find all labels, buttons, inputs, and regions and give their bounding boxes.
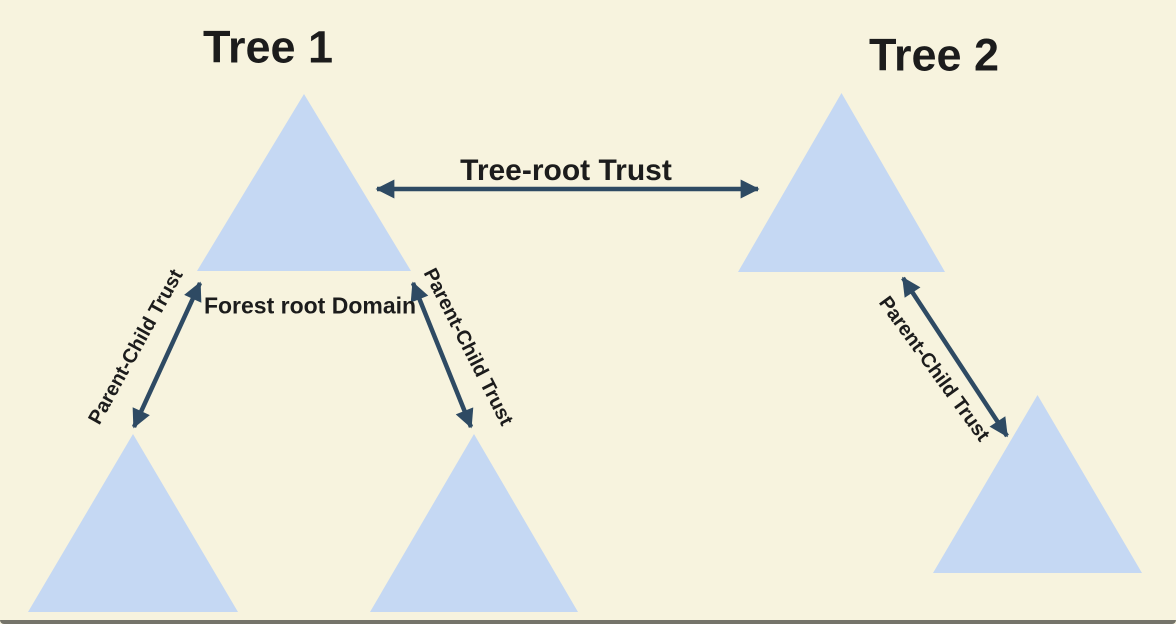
forest-root-domain-label: Forest root Domain <box>203 292 417 319</box>
tree2-root-domain-triangle <box>738 93 945 272</box>
tree1-child-domain-right-triangle <box>370 434 578 612</box>
tree1-title: Tree 1 <box>202 21 334 73</box>
tree-root-trust-label: Tree-root Trust <box>460 154 672 187</box>
tree1-forest-root-domain-triangle <box>197 94 411 271</box>
parent-child-trust-label-tree1-right: Parent-Child Trust <box>418 264 518 430</box>
parent-child-trust-label-tree1-left: Parent-Child Trust <box>84 265 188 429</box>
parent-child-trust-label-tree2: Parent-Child Trust <box>874 292 994 446</box>
bottom-border <box>0 620 1176 624</box>
tree2-title: Tree 2 <box>868 29 1000 81</box>
tree1-child-domain-left-triangle <box>28 434 238 612</box>
